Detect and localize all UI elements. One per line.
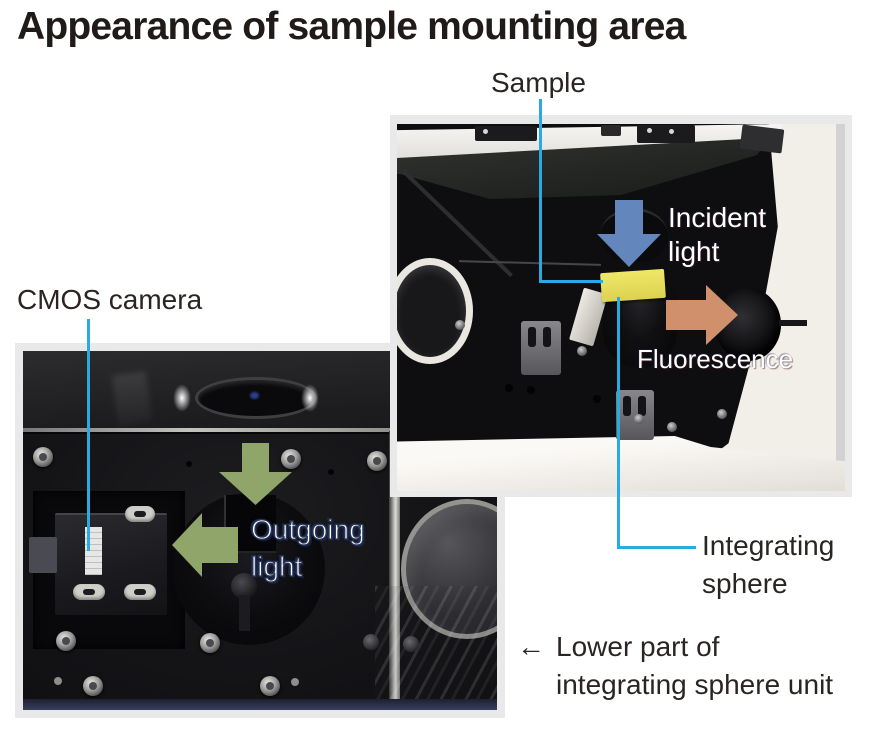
slot-washer — [125, 506, 155, 522]
outgoing-light-down-arrow-icon — [219, 443, 292, 505]
clamp-bracket — [521, 321, 561, 375]
label-incident-light: Incident light — [668, 201, 766, 269]
incident-line2: light — [668, 236, 720, 267]
page-title: Appearance of sample mounting area — [17, 5, 686, 48]
screw-detail — [56, 631, 76, 651]
screw-detail — [281, 449, 301, 469]
label-cmos-camera: CMOS camera — [17, 284, 203, 315]
plate-hole — [186, 461, 192, 467]
label-integrating-sphere: Integrating sphere — [702, 527, 834, 603]
camera-connector — [29, 537, 57, 573]
fluorescence-arrow-icon — [666, 285, 738, 345]
screw-detail — [200, 633, 220, 653]
note-lines: Lower part of integrating sphere unit — [556, 628, 833, 704]
knob-axle — [779, 320, 807, 326]
plate-hole — [328, 469, 334, 475]
housing-edge — [836, 124, 845, 491]
plate-bottom-edge — [23, 699, 497, 710]
optical-port — [397, 258, 473, 364]
hinge-block — [637, 125, 695, 143]
small-hole — [54, 677, 62, 685]
metal-rod-edge — [389, 431, 400, 710]
thumbscrew — [231, 573, 257, 599]
outgoing-line1: Outgoing — [250, 513, 365, 545]
plate-hole — [593, 395, 601, 403]
metal-glint — [647, 128, 652, 133]
integrating-sphere-leader-vertical — [617, 297, 620, 549]
bracket-slot — [528, 327, 536, 347]
lens-slot — [195, 377, 317, 419]
screw-detail — [367, 451, 387, 471]
note-line2: integrating sphere unit — [556, 669, 834, 700]
screw-detail — [717, 409, 727, 419]
screw-detail — [455, 320, 465, 330]
hinge-block — [601, 125, 621, 136]
dark-screw — [403, 636, 419, 652]
metal-glint — [669, 129, 674, 134]
fluorescence-arrow-shape — [666, 285, 738, 345]
label-sample: Sample — [491, 67, 586, 98]
incident-line1: Incident — [668, 202, 767, 233]
sample-chip — [600, 268, 666, 303]
panel-groove — [23, 428, 497, 434]
acrylic-window — [401, 499, 497, 639]
screw-detail — [260, 676, 280, 696]
plate-hole — [505, 384, 513, 392]
cmos-leader-line — [87, 319, 90, 551]
plate-hole — [527, 386, 535, 394]
incident-light-arrow-icon — [597, 200, 661, 267]
bracket-slot — [638, 396, 646, 416]
screw-detail — [33, 447, 53, 467]
screw-detail — [667, 422, 677, 432]
panel-reflection — [111, 370, 153, 426]
note-lower-part: ← Lower part of integrating sphere unit — [517, 628, 833, 704]
metal-glint — [483, 129, 488, 134]
thin-rail — [458, 260, 602, 266]
photo-lower-unit-content: Outgoing light — [23, 351, 497, 710]
crinkled-film — [375, 586, 497, 700]
slot-washer — [73, 584, 105, 600]
dark-screw — [363, 634, 379, 650]
outgoing-line2: light — [250, 550, 303, 582]
label-outgoing-light: Outgoing light — [250, 511, 365, 585]
outgoing-light-left-arrow-icon — [172, 513, 238, 577]
incident-arrow-shape — [597, 200, 661, 267]
integrating-line1: Integrating — [702, 530, 835, 561]
screw-detail — [83, 676, 103, 696]
sample-leader-line-vertical — [539, 99, 542, 283]
screw-glint — [173, 384, 191, 412]
left-arrow-glyph: ← — [517, 631, 545, 662]
thumbscrew-stem — [239, 595, 250, 631]
hinge-block — [475, 126, 537, 141]
screw-glint — [301, 384, 319, 412]
sample-leader-line-horizontal — [539, 280, 603, 283]
outgoing-down-arrow-shape — [219, 443, 292, 505]
label-fluorescence: Fluorescence — [637, 344, 794, 374]
screw-detail — [577, 346, 587, 356]
note-line1: Lower part of — [556, 631, 720, 662]
small-hole — [291, 678, 299, 686]
bracket-slot — [623, 396, 631, 416]
photo-sample-chamber: Incident light Fluorescence — [390, 115, 852, 497]
outgoing-left-arrow-shape — [172, 513, 238, 577]
screw-detail — [634, 414, 644, 424]
bracket-slot — [543, 327, 551, 347]
corner-block — [739, 124, 785, 154]
integrating-line2: sphere — [702, 568, 788, 599]
photo-sample-chamber-content: Incident light Fluorescence — [397, 124, 845, 491]
slot-washer — [124, 584, 156, 600]
integrating-sphere-leader-horizontal — [617, 546, 696, 549]
